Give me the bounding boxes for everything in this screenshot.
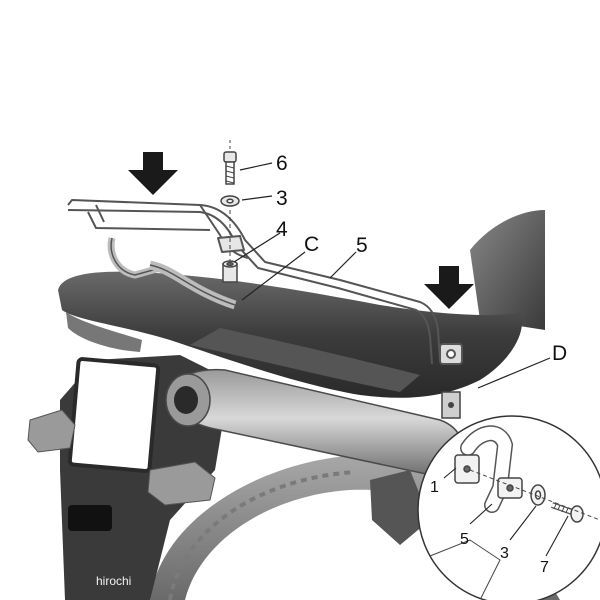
turn-signal-left — [27, 409, 76, 453]
callout-rack: 5 — [356, 234, 368, 257]
down-arrow-icon — [128, 152, 178, 195]
motorcycle — [27, 210, 560, 600]
callout-screw: 6 — [276, 152, 288, 175]
fuel-tank — [470, 210, 545, 330]
hardware-stack — [220, 140, 240, 283]
detail-view — [417, 415, 600, 600]
side-panel — [190, 328, 420, 392]
callout-c: C — [304, 233, 319, 256]
detail-callout-washer: 3 — [500, 545, 509, 562]
callout-d: D — [552, 342, 567, 365]
leader-lines — [233, 162, 551, 389]
swingarm — [370, 470, 430, 545]
tail-light — [66, 312, 142, 352]
detail-callout-bracket: 5 — [460, 531, 469, 548]
callout-spacer: 4 — [276, 218, 288, 241]
license-plate — [67, 357, 161, 473]
detail-callout-mount: 1 — [430, 479, 439, 496]
down-arrow-icon — [424, 266, 474, 309]
spacer-part — [222, 260, 238, 283]
seat — [58, 271, 523, 398]
callout-washer: 3 — [276, 187, 288, 210]
rear-reflector — [68, 505, 112, 531]
detail-callout-bolt: 7 — [540, 559, 549, 576]
turn-signal-lower — [147, 461, 216, 506]
rear-rack — [67, 199, 463, 365]
watermark: hirochi — [96, 574, 131, 588]
screw-part — [223, 151, 237, 185]
